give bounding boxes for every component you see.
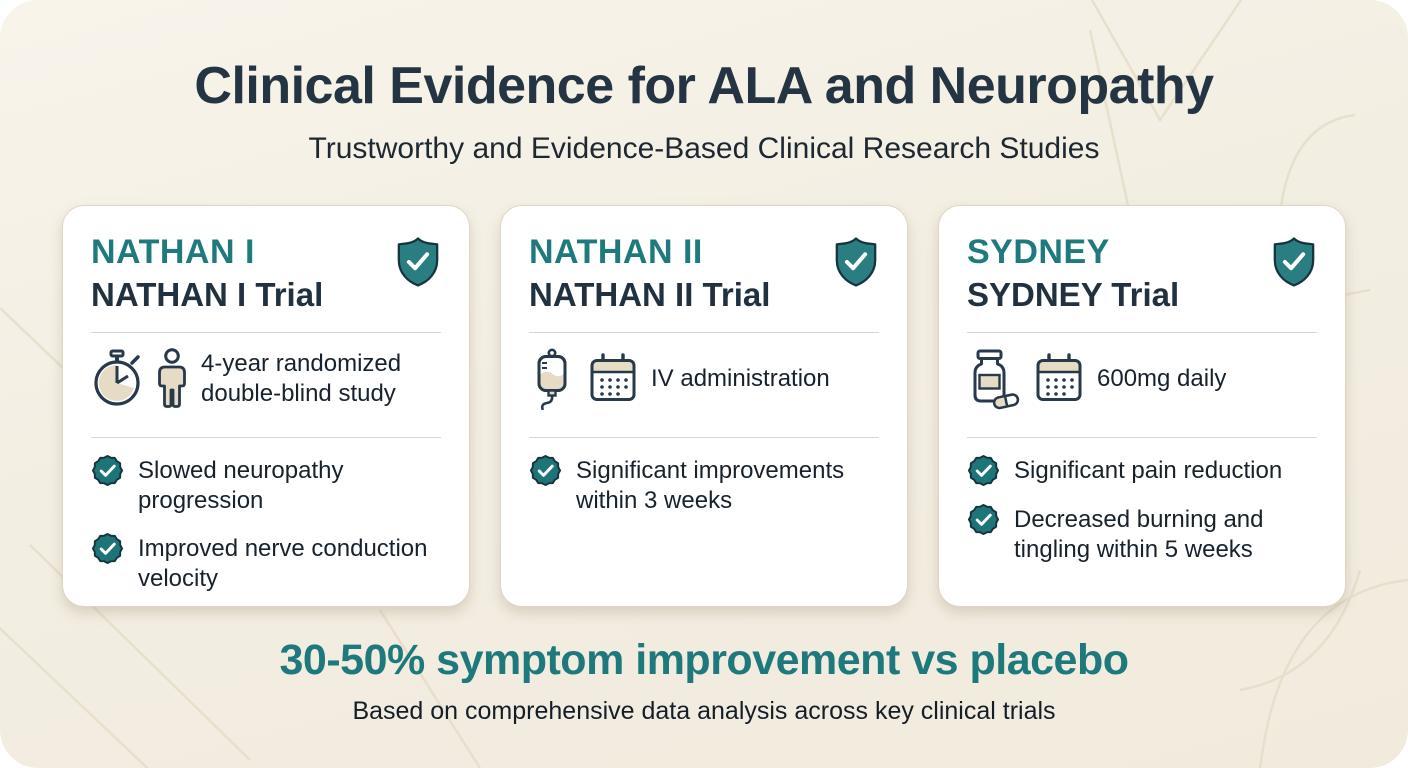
person-icon [155,347,189,410]
shield-check-icon [1271,236,1317,288]
trial-acronym: NATHAN I [91,233,255,271]
trial-acronym: NATHAN II [529,233,703,271]
card-header: NATHAN II NATHAN II Trial [529,233,879,314]
check-badge-icon [967,503,1000,536]
finding-item: Significant pain reduction [967,454,1317,487]
trial-card-nathan-ii: NATHAN II NATHAN II Trial [500,205,908,607]
method-text: IV administration [651,364,830,392]
card-title-block: SYDNEY SYDNEY Trial [967,233,1180,314]
findings-list: Slowed neuropathy progression Improved n… [91,454,441,594]
method-text: 600mg daily [1097,364,1227,392]
check-badge-icon [967,454,1000,487]
card-header: NATHAN I NATHAN I Trial [91,233,441,314]
trial-name: SYDNEY Trial [967,276,1180,314]
page-header: Clinical Evidence for ALA and Neuropathy… [0,0,1408,166]
finding-text: Slowed neuropathy progression [138,456,344,514]
card-divider [967,436,1317,438]
summary-headline: 30-50% symptom improvement vs placebo [279,636,1129,684]
card-divider [529,331,879,333]
method-row: 600mg daily [967,333,1317,419]
findings-list: Significant improvements within 3 weeks [529,454,879,516]
card-header: SYDNEY SYDNEY Trial [967,233,1317,314]
trial-name: NATHAN I Trial [91,276,324,314]
shield-check-icon [395,236,441,288]
finding-text: Decreased burning and tingling within 5 … [1014,505,1264,563]
calendar-icon [1033,351,1085,407]
card-divider [91,436,441,438]
summary-footer: 30-50% symptom improvement vs placebo Ba… [0,636,1408,726]
calendar-icon [587,351,639,407]
finding-item: Significant improvements within 3 weeks [529,454,879,516]
check-badge-icon [529,454,562,487]
method-row: 4-year randomized double-blind study [91,333,441,419]
stopwatch-icon [91,349,143,409]
card-title-block: NATHAN II NATHAN II Trial [529,233,771,314]
finding-item: Slowed neuropathy progression [91,454,441,516]
trial-name: NATHAN II Trial [529,276,771,314]
finding-item: Improved nerve conduction velocity [91,532,441,594]
trial-acronym: SYDNEY [967,233,1110,271]
trial-cards-row: NATHAN I NATHAN I Trial [62,205,1346,607]
finding-text: Improved nerve conduction velocity [138,534,428,592]
summary-caption: Based on comprehensive data analysis acr… [352,697,1056,725]
check-badge-icon [91,454,124,487]
iv-bag-icon [529,348,575,410]
finding-text: Significant improvements within 3 weeks [576,456,845,514]
check-badge-icon [91,532,124,565]
method-row: IV administration [529,333,879,419]
card-title-block: NATHAN I NATHAN I Trial [91,233,324,314]
page-title: Clinical Evidence for ALA and Neuropathy [194,57,1214,115]
findings-list: Significant pain reduction Decreased bur… [967,454,1317,565]
trial-card-nathan-i: NATHAN I NATHAN I Trial [62,205,470,607]
method-text: 4-year randomized double-blind study [201,349,402,407]
card-divider [967,331,1317,333]
finding-text: Significant pain reduction [1014,456,1283,484]
trial-card-sydney: SYDNEY SYDNEY Trial [938,205,1346,607]
pill-bottle-icon [967,348,1021,410]
card-divider [529,436,879,438]
page-subtitle: Trustworthy and Evidence-Based Clinical … [308,132,1100,165]
shield-check-icon [833,236,879,288]
finding-item: Decreased burning and tingling within 5 … [967,503,1317,565]
card-divider [91,331,441,333]
